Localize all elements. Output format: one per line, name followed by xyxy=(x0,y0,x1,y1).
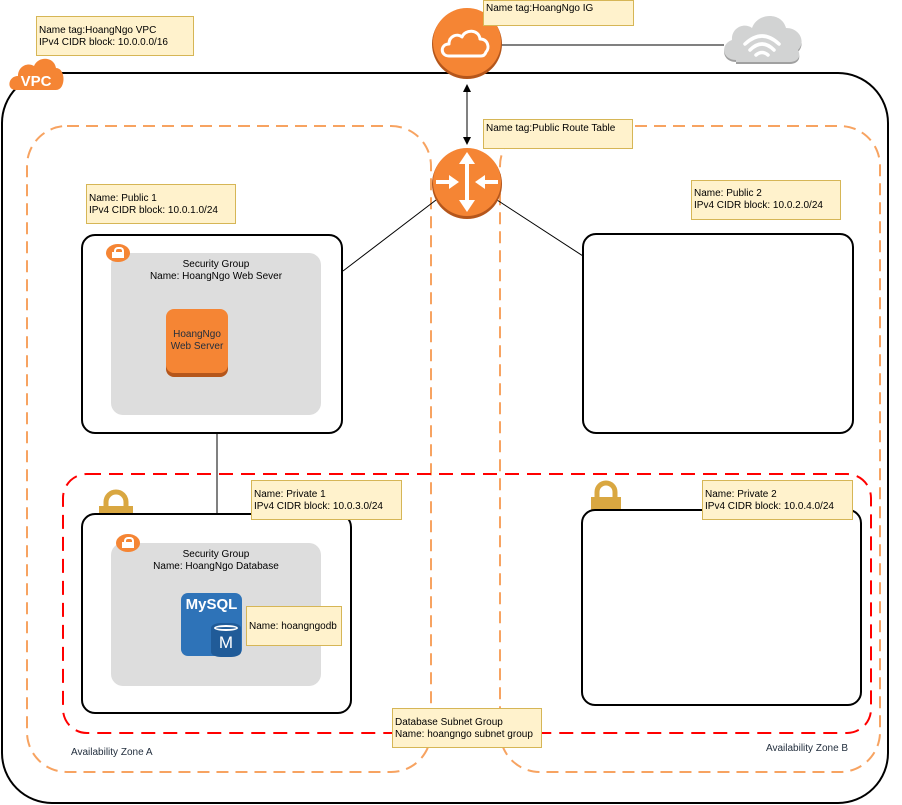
subnet-name: Name: Private 1 xyxy=(254,489,326,500)
vpc-name-tag: Name tag:HoangNgo VPC xyxy=(39,25,157,36)
router-public1-connector xyxy=(342,199,437,272)
security-group-label: Security Group xyxy=(182,259,250,270)
ig-name-tag: Name tag:HoangNgo IG xyxy=(486,3,594,14)
instance-name-line-2: Web Server xyxy=(170,341,224,352)
subnet-cidr: IPv4 CIDR block: 10.0.4.0/24 xyxy=(705,501,834,512)
vpc-cidr: IPv4 CIDR block: 10.0.0.0/16 xyxy=(39,37,168,48)
private-subnet-1-note: Name: Private 1 IPv4 CIDR block: 10.0.3.… xyxy=(251,480,402,520)
subnet-name: Name: Public 1 xyxy=(89,193,157,204)
router-public2-connector xyxy=(496,199,584,257)
security-group-lock-icon xyxy=(106,244,130,262)
security-group-web-title: Security Group Name: HoangNgo Web Sever xyxy=(111,259,321,283)
arrowhead-up xyxy=(463,84,471,92)
security-group-label: Security Group xyxy=(182,549,250,560)
db-subnet-group-note: Database Subnet Group Name: hoangngo sub… xyxy=(392,708,542,748)
subnet-name: Name: Private 2 xyxy=(705,489,777,500)
router-icon[interactable] xyxy=(432,148,502,219)
security-group-name: Name: HoangNgo Web Sever xyxy=(149,271,283,282)
security-group-database-title: Security Group Name: HoangNgo Database xyxy=(111,549,321,573)
public-subnet-2-note: Name: Public 2 IPv4 CIDR block: 10.0.2.0… xyxy=(691,180,841,220)
route-table-name-tag: Name tag:Public Route Table xyxy=(486,123,616,134)
private-subnet-2[interactable] xyxy=(581,509,862,706)
internet-gateway-icon[interactable] xyxy=(432,8,502,79)
vpc-badge-label: VPC xyxy=(21,73,52,90)
db-subnet-group-boundary xyxy=(62,473,872,734)
vpc-note: Name tag:HoangNgo VPC IPv4 CIDR block: 1… xyxy=(36,16,194,56)
database-name-note: Name: hoangngodb xyxy=(246,606,342,646)
mysql-database-icon[interactable]: MySQL M xyxy=(181,593,242,657)
internet-gateway-note: Name tag:HoangNgo IG xyxy=(483,0,634,26)
availability-zone-a-boundary xyxy=(26,125,432,773)
internet-cloud-wifi-icon xyxy=(724,16,802,64)
public-subnet-2[interactable] xyxy=(582,233,854,434)
web-server-instance[interactable]: HoangNgo Web Server xyxy=(166,309,228,373)
mysql-label: MySQL xyxy=(185,596,238,613)
availability-zone-b-boundary xyxy=(499,125,881,773)
vpc-cloud-icon xyxy=(9,58,64,90)
db-cylinder: M xyxy=(211,623,241,657)
database-name: Name: hoangngodb xyxy=(249,621,337,632)
security-group-name: Name: HoangNgo Database xyxy=(153,561,279,572)
cloud-icon xyxy=(440,29,490,58)
subnet-cidr: IPv4 CIDR block: 10.0.3.0/24 xyxy=(254,501,383,512)
security-group-web[interactable]: Security Group Name: HoangNgo Web Sever … xyxy=(111,253,321,415)
availability-zone-a-label: Availability Zone A xyxy=(71,747,153,758)
db-subnet-group-name: Name: hoangngo subnet group xyxy=(395,729,533,740)
route-table-note: Name tag:Public Route Table xyxy=(483,119,633,149)
security-group-lock-icon xyxy=(116,534,140,552)
vpc-boundary xyxy=(1,72,889,804)
subnet-cidr: IPv4 CIDR block: 10.0.1.0/24 xyxy=(89,205,218,216)
subnet-cidr: IPv4 CIDR block: 10.0.2.0/24 xyxy=(694,200,823,211)
db-letter: M xyxy=(218,633,234,652)
availability-zone-b-label: Availability Zone B xyxy=(766,743,849,754)
subnet-name: Name: Public 2 xyxy=(694,188,762,199)
instance-name-line-1: HoangNgo xyxy=(173,329,221,340)
db-subnet-group-label: Database Subnet Group xyxy=(395,717,503,728)
private-subnet-2-note: Name: Private 2 IPv4 CIDR block: 10.0.4.… xyxy=(702,480,853,520)
arrowhead-down xyxy=(463,137,471,145)
public-subnet-1-note: Name: Public 1 IPv4 CIDR block: 10.0.1.0… xyxy=(86,184,236,224)
